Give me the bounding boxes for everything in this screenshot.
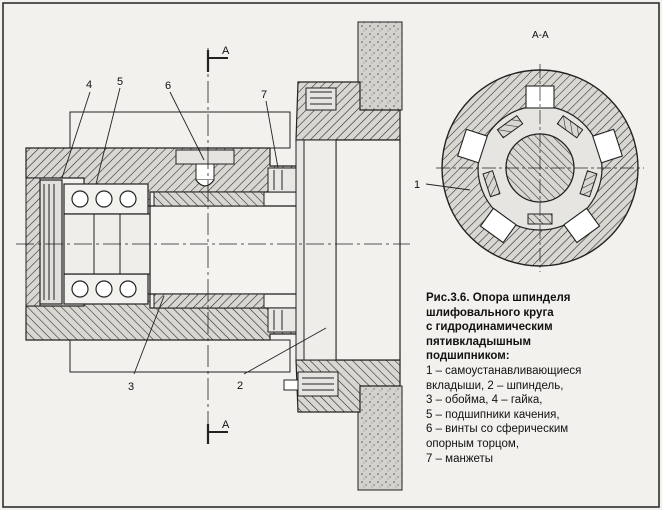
callout-2: 2 [237,327,327,392]
caption-title-line: подшипником: [426,350,510,363]
grinding-wheel-top [357,21,403,111]
wheel-flange [295,81,401,413]
caption-title: Рис.3.6. Опора шпинделя шлифовального кр… [426,291,658,364]
section-mark-top: A [206,45,230,72]
svg-text:4: 4 [86,79,92,91]
caption-title-line: Рис.3.6. Опора шпинделя [426,292,571,304]
seal-bottom [267,307,297,333]
callout-1: 1 [414,179,471,191]
caption-legend: 1 – самоустанавливающиеся вкладыши, 2 – … [426,364,658,466]
caption-item: вкладыши, 2 – шпиндель, [426,379,564,392]
svg-text:5: 5 [117,76,123,88]
svg-text:7: 7 [261,89,267,101]
caption-item: 6 – винты со сферическим [426,423,569,436]
caption-item: 7 – манжеты [426,452,494,465]
section-mark-bottom: A [206,419,230,444]
svg-text:3: 3 [128,381,134,393]
caption-item: 5 – подшипники качения, [426,408,560,421]
callout-5: 5 [95,76,123,185]
caption-title-line: пятивкладышным [426,335,532,348]
spherical-screw [175,149,235,187]
caption-item: 3 – обойма, 4 – гайка, [426,394,543,407]
flange-bolt-top [305,87,337,111]
svg-text:6: 6 [165,80,171,92]
svg-text:1: 1 [414,179,420,191]
figure-caption: Рис.3.6. Опора шпинделя шлифовального кр… [426,291,658,466]
svg-text:А-А: А-А [532,30,549,41]
flange-bolt-bottom [283,371,339,397]
caption-title-line: шлифовального круга [426,306,554,319]
grinding-wheel-bottom [357,385,403,491]
svg-text:2: 2 [237,380,243,392]
seal-top [267,167,297,193]
caption-item: опорным торцом, [426,437,520,450]
svg-text:A: A [222,45,230,57]
caption-title-line: с гидродинамическим [426,321,553,334]
rolling-bearing-bottom [63,273,149,305]
callout-3: 3 [128,295,165,393]
nut [39,179,63,305]
caption-item: 1 – самоустанавливающиеся [426,364,582,377]
bearing-pad-bottom [153,293,265,309]
callout-4: 4 [61,79,92,179]
section-view: А-А [436,30,644,272]
svg-text:A: A [222,419,230,431]
callout-6: 6 [165,80,205,161]
rolling-bearing-top [63,183,149,215]
bearing-pad-top [153,191,265,207]
callout-7: 7 [261,89,279,169]
